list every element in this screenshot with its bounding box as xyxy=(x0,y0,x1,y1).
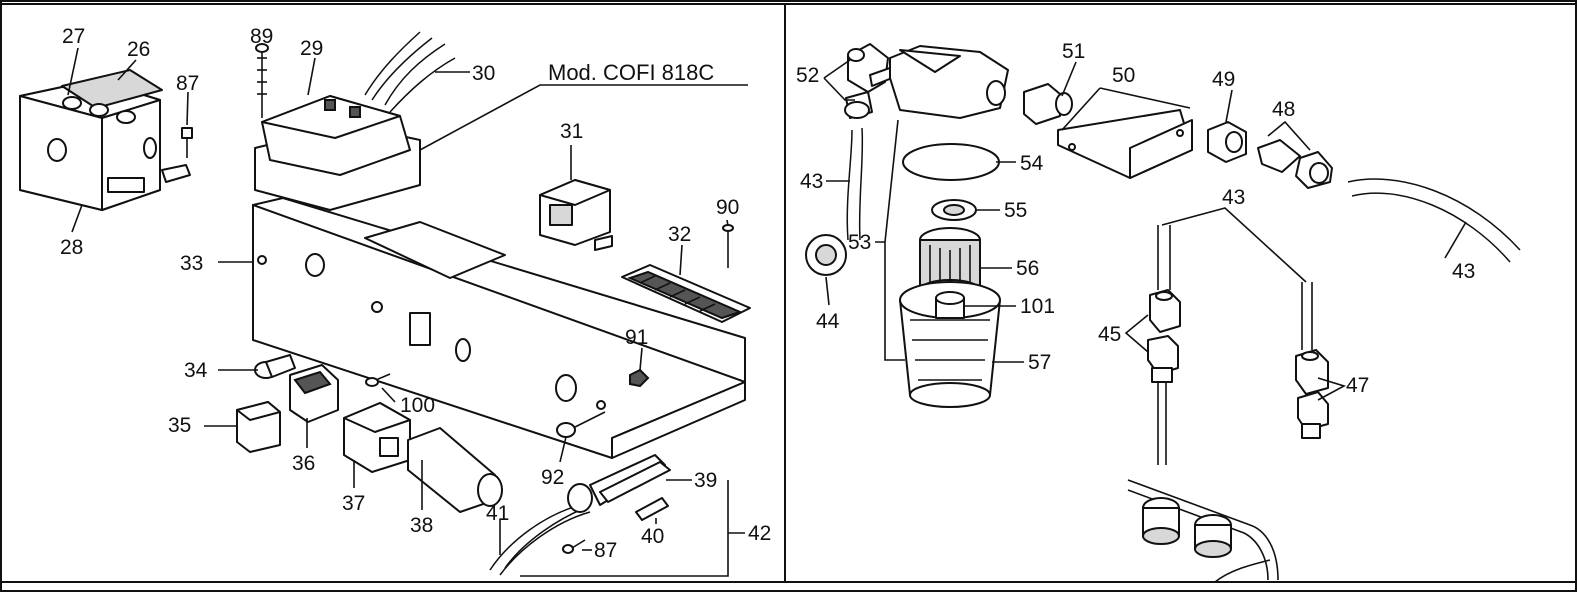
straight-pipes-43 xyxy=(1157,225,1313,465)
label-49: 49 xyxy=(1212,68,1235,91)
pipe-43-left-b xyxy=(858,127,864,241)
model-label: Mod. COFI 818C xyxy=(548,60,714,85)
label-42: 42 xyxy=(748,522,771,545)
label-91: 91 xyxy=(625,326,648,349)
transformer-part xyxy=(254,95,421,211)
label-57: 57 xyxy=(1028,351,1051,374)
left-panel: 27 26 87 28 89 29 30 31 90 32 33 34 35 3… xyxy=(19,25,771,577)
grommet-44 xyxy=(805,234,847,276)
label-87-bottom: 87 xyxy=(594,539,617,562)
control-box-part xyxy=(19,69,191,211)
label-52: 52 xyxy=(796,64,819,87)
wires-30 xyxy=(364,31,456,113)
label-26: 26 xyxy=(127,38,150,61)
tank-corner xyxy=(1127,479,1279,583)
label-43-right: 43 xyxy=(1452,260,1475,283)
fitting-45 xyxy=(1147,289,1181,383)
label-51: 51 xyxy=(1062,40,1085,63)
label-56: 56 xyxy=(1016,257,1039,280)
cap-35 xyxy=(236,401,281,453)
washer-55 xyxy=(931,199,977,221)
label-44: 44 xyxy=(816,310,840,333)
label-101: 101 xyxy=(1020,295,1055,318)
label-43-left: 43 xyxy=(800,170,823,193)
label-41: 41 xyxy=(486,502,509,525)
label-37: 37 xyxy=(342,492,365,515)
fitting-47 xyxy=(1295,349,1329,439)
label-34: 34 xyxy=(184,359,208,382)
label-50: 50 xyxy=(1112,64,1135,87)
mounting-plate-33 xyxy=(252,197,746,459)
label-27: 27 xyxy=(62,25,85,48)
label-33: 33 xyxy=(180,252,203,275)
label-89: 89 xyxy=(250,25,273,48)
label-32: 32 xyxy=(668,223,691,246)
o-ring-54 xyxy=(902,143,1000,181)
label-40: 40 xyxy=(641,525,664,548)
left-labels: 27 26 87 28 89 29 30 31 90 32 33 34 35 3… xyxy=(60,25,771,562)
label-87: 87 xyxy=(176,72,199,95)
nut-91 xyxy=(629,368,650,388)
label-54: 54 xyxy=(1020,152,1044,175)
label-38: 38 xyxy=(410,514,433,537)
terminal-strip-32 xyxy=(621,264,751,323)
plug-38 xyxy=(407,427,503,513)
switch-36 xyxy=(289,364,339,423)
left-leaders xyxy=(67,47,745,577)
screw-90 xyxy=(722,224,734,268)
holder-39 xyxy=(567,454,671,513)
label-29: 29 xyxy=(300,37,323,60)
label-45: 45 xyxy=(1098,323,1121,346)
filter-cup-57 xyxy=(899,281,1001,408)
right-panel: 52 51 50 49 48 54 43 55 53 56 44 101 57 … xyxy=(796,40,1521,583)
indicator-lamp-34 xyxy=(254,354,296,379)
label-47: 47 xyxy=(1346,374,1369,397)
label-55: 55 xyxy=(1004,199,1027,222)
pipe-43-left-a xyxy=(846,129,853,241)
screw-87-bottom xyxy=(562,539,586,554)
label-92: 92 xyxy=(541,466,564,489)
union-48 xyxy=(1257,139,1333,189)
nut-49 xyxy=(1207,121,1247,163)
screw-100 xyxy=(365,373,391,387)
right-labels: 52 51 50 49 48 54 43 55 53 56 44 101 57 … xyxy=(796,40,1475,397)
label-30: 30 xyxy=(472,62,495,85)
tube-43-right-a xyxy=(1347,178,1521,251)
fuse-40 xyxy=(635,497,669,521)
label-36: 36 xyxy=(292,452,315,475)
screw-89 xyxy=(255,43,269,118)
label-90: 90 xyxy=(716,196,739,219)
bracket-50 xyxy=(1057,109,1193,179)
filter-head xyxy=(889,45,1009,119)
label-43-middle: 43 xyxy=(1222,186,1245,209)
model-label-leader xyxy=(419,84,748,151)
label-53: 53 xyxy=(848,231,871,254)
right-leaders xyxy=(823,59,1467,401)
label-31: 31 xyxy=(560,120,583,143)
label-100: 100 xyxy=(400,394,435,417)
label-39: 39 xyxy=(694,469,717,492)
relay-31 xyxy=(539,179,613,251)
label-28: 28 xyxy=(60,236,83,259)
label-35: 35 xyxy=(168,414,191,437)
elbow-fitting-52 xyxy=(844,43,893,119)
label-48: 48 xyxy=(1272,98,1295,121)
nipple-51 xyxy=(1023,83,1073,125)
tube-43-right-b xyxy=(1351,192,1511,263)
screw-87-top xyxy=(181,127,193,158)
